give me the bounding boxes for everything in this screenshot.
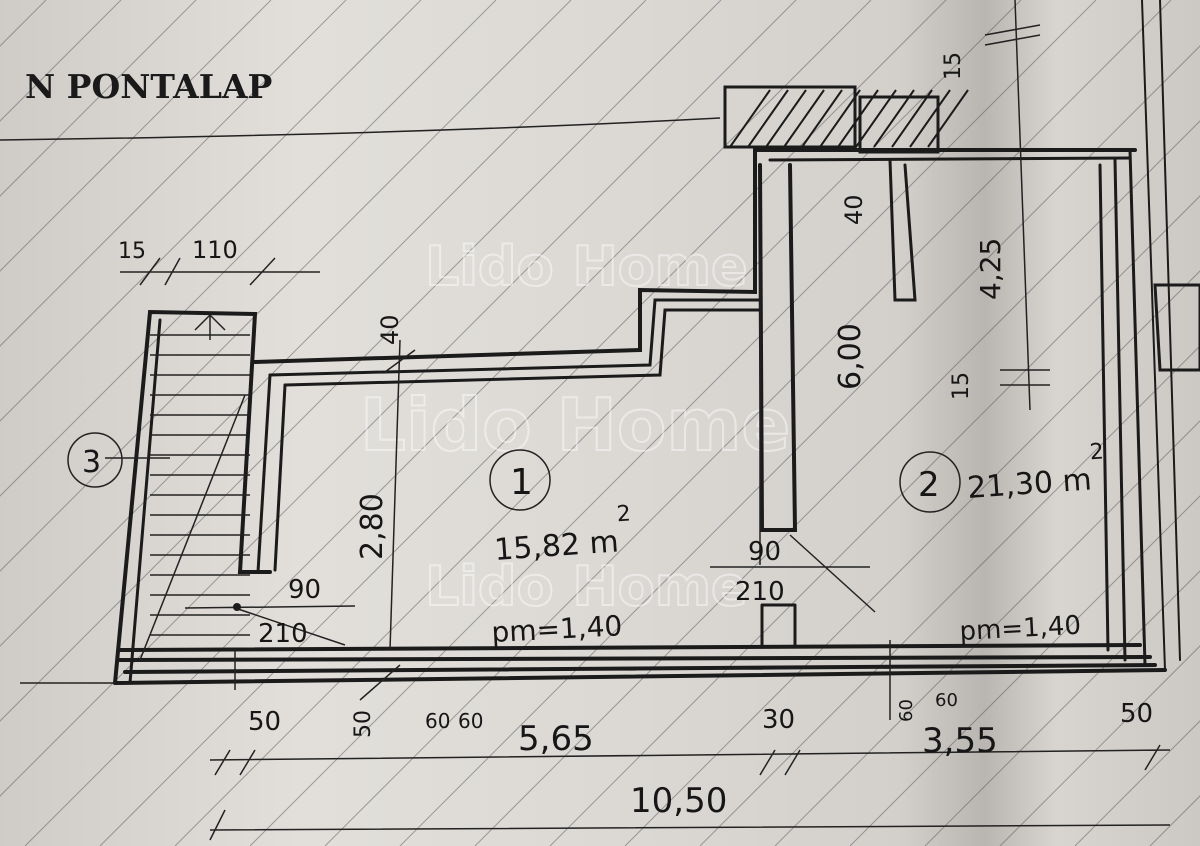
dim-bottom: 60: [896, 699, 917, 722]
dim-bottom: 3,55: [922, 721, 998, 761]
dim-bottom: 60: [935, 690, 958, 711]
dim-right-bottom-15: 15: [949, 372, 974, 400]
dim-right-inner: 4,25: [974, 238, 1007, 300]
dim-stair-110: 110: [192, 236, 238, 264]
dim-bottom: 50: [248, 707, 281, 737]
dim-wall-40-right: 40: [840, 194, 868, 225]
staircase: [139, 313, 250, 661]
plan-title: N PONTALAP: [25, 67, 272, 106]
dim-bottom: 60: [425, 709, 450, 733]
dim-bottom: 5,65: [518, 719, 594, 759]
hatched-pillar: [723, 85, 969, 154]
dim-wall-40-left: 40: [376, 314, 404, 345]
room-1-area: 15,82 m2: [492, 501, 634, 568]
dim-stair-15: 15: [118, 239, 146, 264]
dim-bottom: 50: [351, 710, 376, 738]
dimension-lines: [120, 0, 1171, 841]
dim-bottom: 50: [1120, 699, 1153, 729]
watermark: Lido Home: [360, 383, 790, 467]
watermark: Lido Home: [425, 235, 748, 298]
walls: [20, 0, 1200, 685]
room-2-number: 2: [918, 465, 940, 505]
room-2-ceiling-height: pm=1,40: [959, 611, 1082, 647]
dim-door2-height: 210: [735, 577, 785, 607]
dim-door1-height: 210: [258, 619, 308, 649]
bottom-dimensions: 50 50 60 60 5,65 30 60 60 3,55 50 10,50: [248, 690, 1153, 821]
room-2-area: 21,30 m2: [965, 439, 1107, 506]
dim-bottom: 60: [458, 709, 483, 733]
dim-door2-width: 90: [748, 537, 781, 567]
dim-total: 10,50: [630, 781, 727, 821]
dim-bottom: 30: [762, 705, 795, 735]
dim-door1-width: 90: [288, 575, 321, 605]
dim-right-top-15: 15: [941, 52, 966, 80]
dim-room1-height: 2,80: [355, 493, 390, 560]
room-1-ceiling-height: pm=1,40: [491, 609, 623, 649]
room-3-number: 3: [82, 445, 101, 480]
room-number-markers: [67, 432, 961, 513]
title-underline: [0, 117, 721, 141]
dim-room2-depth: 6,00: [833, 323, 868, 390]
room-1-number: 1: [510, 462, 533, 503]
watermark: Lido Home: [425, 555, 748, 618]
door-swings: [184, 255, 876, 690]
